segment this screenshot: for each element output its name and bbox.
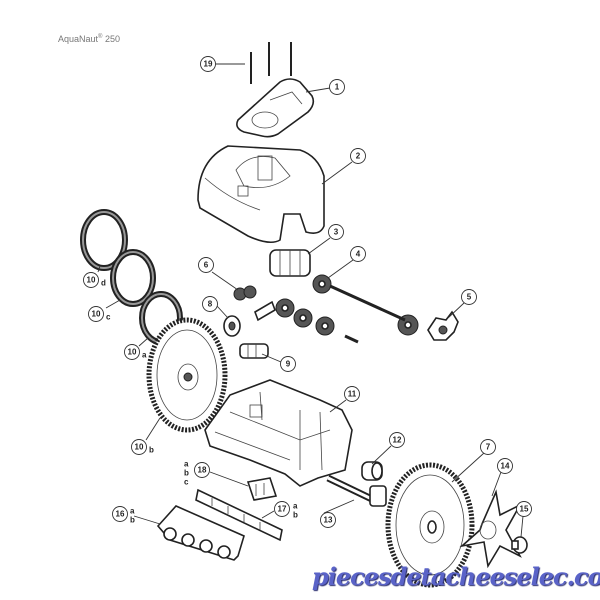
part-11-chassis: [204, 379, 353, 487]
part-10c-ring: [110, 249, 156, 307]
callout-8: 8: [202, 296, 218, 312]
callout-14: 14: [497, 458, 513, 474]
callout-10a: 10 a: [124, 344, 147, 360]
svg-text:b: b: [293, 511, 298, 520]
svg-text:a: a: [184, 460, 189, 469]
callout-19: 19: [200, 56, 216, 72]
callout-15: 15: [516, 501, 532, 517]
title-model: 250: [104, 34, 120, 44]
svg-text:a: a: [142, 351, 147, 360]
callout-16: 16 ab: [112, 506, 135, 525]
svg-text:a: a: [130, 507, 135, 516]
svg-text:18: 18: [198, 466, 207, 475]
svg-text:7: 7: [486, 443, 491, 452]
watermark: piecesdetacheeselec.com: [312, 562, 600, 591]
svg-text:b: b: [149, 446, 154, 455]
svg-text:6: 6: [204, 261, 209, 270]
callout-5: 5: [461, 289, 477, 305]
part-5-hub: [427, 310, 459, 341]
svg-text:5: 5: [467, 293, 472, 302]
part-3-turbine: [269, 249, 311, 277]
svg-text:12: 12: [393, 436, 402, 445]
part-6-gear-pair: [233, 285, 257, 301]
part-16-roller-brush: [156, 505, 245, 561]
svg-text:4: 4: [356, 250, 361, 259]
callout-2: 2: [350, 148, 366, 164]
callout-9: 9: [280, 356, 296, 372]
callout-1: 1: [329, 79, 345, 95]
svg-text:10: 10: [92, 310, 101, 319]
part-1-top-cover: [236, 78, 315, 138]
part-7-wheel: [385, 462, 475, 588]
part-17-brush-strip: [195, 488, 283, 542]
part-15-cap: [511, 536, 528, 554]
svg-text:9: 9: [286, 360, 291, 369]
svg-text:11: 11: [348, 390, 357, 399]
svg-text:13: 13: [324, 516, 333, 525]
part-10d-ring: [80, 209, 128, 271]
svg-text:c: c: [106, 313, 111, 322]
svg-text:c: c: [184, 478, 189, 487]
svg-text:10: 10: [135, 443, 144, 452]
part-14-spoke-hub: [459, 489, 522, 569]
registered-mark: ®: [98, 34, 103, 40]
svg-text:8: 8: [208, 300, 213, 309]
callout-10c: 10 c: [88, 306, 111, 322]
svg-text:10: 10: [87, 276, 96, 285]
callout-10d: 10 d: [83, 272, 106, 288]
svg-text:a: a: [293, 502, 298, 511]
callout-13: 13: [320, 512, 336, 528]
title-name: AquaNaut: [58, 34, 99, 44]
callout-6: 6: [198, 257, 214, 273]
part-4-gears: [254, 274, 419, 344]
callout-12: 12: [389, 432, 405, 448]
svg-text:d: d: [101, 279, 106, 288]
part-19-screws: [250, 42, 292, 84]
svg-text:b: b: [184, 469, 189, 478]
svg-text:10: 10: [128, 348, 137, 357]
part-9-axle-bearing: [239, 343, 269, 359]
callout-11: 11: [344, 386, 360, 402]
callout-4: 4: [350, 246, 366, 262]
part-13-axle: [326, 474, 387, 507]
part-8-bushing: [223, 315, 241, 337]
part-12-bushing: [361, 461, 383, 481]
callout-10b: 10 b: [131, 439, 154, 455]
leader-lines: [97, 63, 524, 538]
callout-7: 7: [480, 439, 496, 455]
part-18-clip: [246, 477, 278, 501]
svg-text:1: 1: [335, 83, 340, 92]
callout-3: 3: [328, 224, 344, 240]
svg-text:3: 3: [334, 228, 339, 237]
svg-text:15: 15: [520, 505, 529, 514]
svg-text:b: b: [130, 516, 135, 525]
diagram-title: AquaNaut® 250: [58, 34, 120, 44]
callout-18: 18 abc: [184, 460, 210, 487]
part-2-body-cover: [197, 145, 325, 244]
svg-text:16: 16: [116, 510, 125, 519]
part-10b-wheel: [146, 317, 228, 433]
svg-text:17: 17: [278, 505, 287, 514]
callout-17: 17 ab: [274, 501, 298, 520]
svg-text:2: 2: [356, 152, 361, 161]
svg-text:19: 19: [204, 60, 213, 69]
svg-text:14: 14: [501, 462, 510, 471]
